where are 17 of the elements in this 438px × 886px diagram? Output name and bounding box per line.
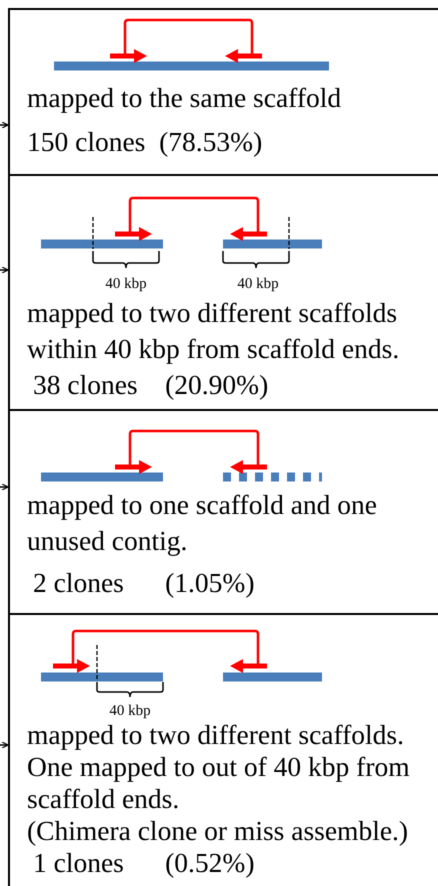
dimension-label: 40 kbp bbox=[109, 703, 151, 719]
arrow bbox=[0, 121, 9, 129]
arrow bbox=[0, 741, 9, 749]
description-text: mapped to two different scaffolds within 40 kbp from scaffold ends. bbox=[27, 296, 400, 366]
count-text: 1 clones (0.52%) bbox=[32, 847, 256, 879]
description-text: mapped to one scaffold and one unused contig. bbox=[27, 488, 378, 558]
category-panel bbox=[8, 8, 438, 176]
arrow bbox=[0, 266, 9, 274]
dimension-label: 40 kbp bbox=[105, 276, 147, 292]
description-text: mapped to the same scaffold bbox=[27, 81, 342, 115]
count-text: 38 clones (20.90%) bbox=[32, 368, 270, 402]
count-text: 150 clones (78.53%) bbox=[27, 125, 264, 159]
arrow bbox=[0, 483, 9, 491]
description-text: (Chimera clone or miss assemble.) bbox=[27, 815, 410, 847]
description-text: mapped to two different scaffolds. One mapped to out of 40 kbp from scaffold ends. bbox=[27, 719, 411, 815]
count-text: 2 clones (1.05%) bbox=[32, 566, 256, 600]
dimension-label: 40 kbp bbox=[237, 276, 279, 292]
